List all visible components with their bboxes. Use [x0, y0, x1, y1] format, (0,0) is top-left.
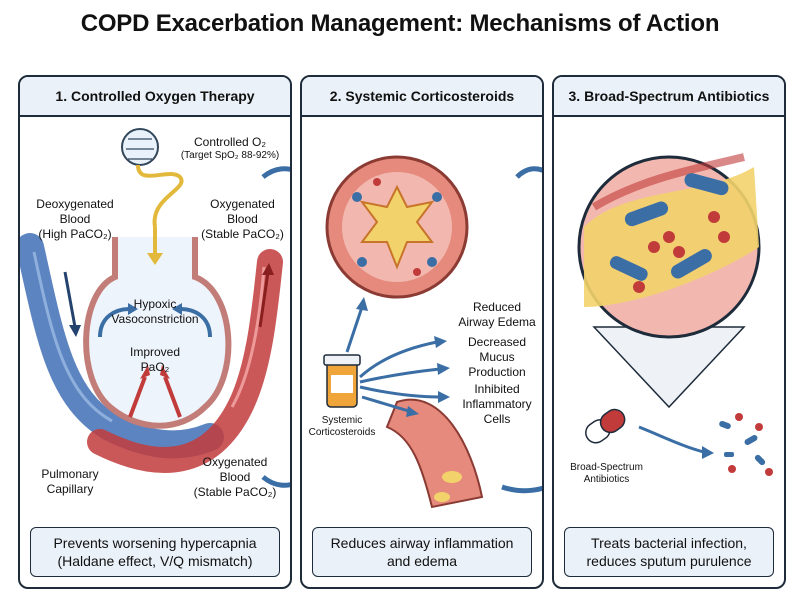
pulmonary-label-line1: Pulmonary [41, 467, 99, 481]
bacteria-fragments [719, 413, 773, 476]
oxygen-mask-icon [121, 128, 159, 166]
drug-label-line2: Corticosteroids [308, 427, 376, 438]
panel-header: 3. Broad-Spectrum Antibiotics [554, 77, 784, 117]
oxygenated-top-label-line1: Oxygenated [210, 197, 275, 211]
effect3-line3: Cells [483, 412, 511, 426]
oxygen-therapy-illustration [20, 128, 290, 488]
panel-header: 2. Systemic Corticosteroids [302, 77, 542, 117]
panel-footer: Treats bacterial infection, reduces sput… [564, 527, 774, 577]
hypoxic-label-line2: Vasoconstriction [111, 312, 199, 326]
pulmonary-label-line2: Capillary [46, 482, 94, 496]
effect1-line1: Reduced [472, 300, 522, 314]
flow-arrow-bottom [261, 475, 290, 488]
oxygenated-bottom-label-line2: Blood [219, 470, 251, 484]
effect2-line3: Production [468, 365, 526, 379]
footer-line2: (Haldane effect, V/Q mismatch) [57, 553, 253, 569]
drug-label-line2: Antibiotics [583, 474, 630, 485]
footer-line1: Prevents worsening hypercapnia [53, 535, 257, 551]
oxygenated-top-label-line2: Blood [227, 212, 258, 226]
bacteria-rod [684, 173, 729, 196]
panel-corticosteroids: 2. Systemic Corticosteroids [300, 75, 544, 589]
effect2-line2: Mucus [479, 350, 515, 364]
page-title: COPD Exacerbation Management: Mechanisms… [80, 10, 720, 37]
bacteria-rod [624, 201, 669, 227]
airway-lumen [359, 184, 435, 270]
footer-line1: Reduces airway inflammation [330, 535, 514, 551]
corticosteroids-illustration [323, 155, 542, 509]
drug-label-line1: Systemic [321, 415, 363, 426]
panel-footer: Reduces airway inflammation and edema [312, 527, 532, 577]
antibiotics-illustration [577, 153, 773, 476]
effect1-line2: Airway Edema [458, 315, 536, 329]
panel-header: 1. Controlled Oxygen Therapy [20, 77, 290, 117]
improved-label-line1: Improved [129, 345, 181, 359]
deoxygenated-label-line3: (High PaCO₂) [38, 227, 112, 241]
oxygenated-bottom-label-line3: (Stable PaCO₂) [193, 485, 277, 499]
controlled-o2-label: Controlled O₂ [193, 135, 267, 149]
panel-antibiotics: 3. Broad-Spectrum Antibiotics [552, 75, 786, 589]
deoxygenated-vessel [20, 233, 224, 459]
bacteria-rod [671, 249, 712, 279]
drug-label-line1: Broad-Spectrum [570, 462, 643, 473]
footer-line2: reduces sputum purulence [586, 553, 752, 569]
panel-footer: Prevents worsening hypercapnia (Haldane … [30, 527, 280, 577]
deoxygenated-label-line1: Deoxygenated [36, 197, 114, 211]
bacteria-rod [609, 256, 648, 281]
effect2-line1: Decreased [467, 335, 527, 349]
footer-line2: and edema [386, 553, 458, 569]
hypoxic-label-line1: Hypoxic [133, 297, 177, 311]
effect3-line1: Inhibited [474, 382, 520, 396]
target-spo2-label: (Target SpO₂ 88-92%) [180, 150, 280, 161]
flow-arrow-bottom [501, 484, 542, 494]
improved-label-line2: PaO₂ [140, 360, 170, 374]
oxygenated-vessel [87, 249, 283, 473]
antibiotic-capsule-icon [585, 408, 626, 444]
flow-arrow-top [261, 166, 290, 179]
effect3-line2: Inflammatory [462, 397, 532, 411]
flow-arrow-top [515, 166, 542, 179]
deoxygenated-label-line2: Blood [59, 212, 91, 226]
oxygenated-top-label-line3: (Stable PaCO₂) [201, 227, 284, 241]
oxygenated-bottom-label-line1: Oxygenated [202, 455, 268, 469]
alveolus [83, 237, 232, 429]
panel-oxygen-therapy: 1. Controlled Oxygen Therapy Controll [18, 75, 292, 589]
footer-line1: Treats bacterial infection, [591, 535, 747, 551]
